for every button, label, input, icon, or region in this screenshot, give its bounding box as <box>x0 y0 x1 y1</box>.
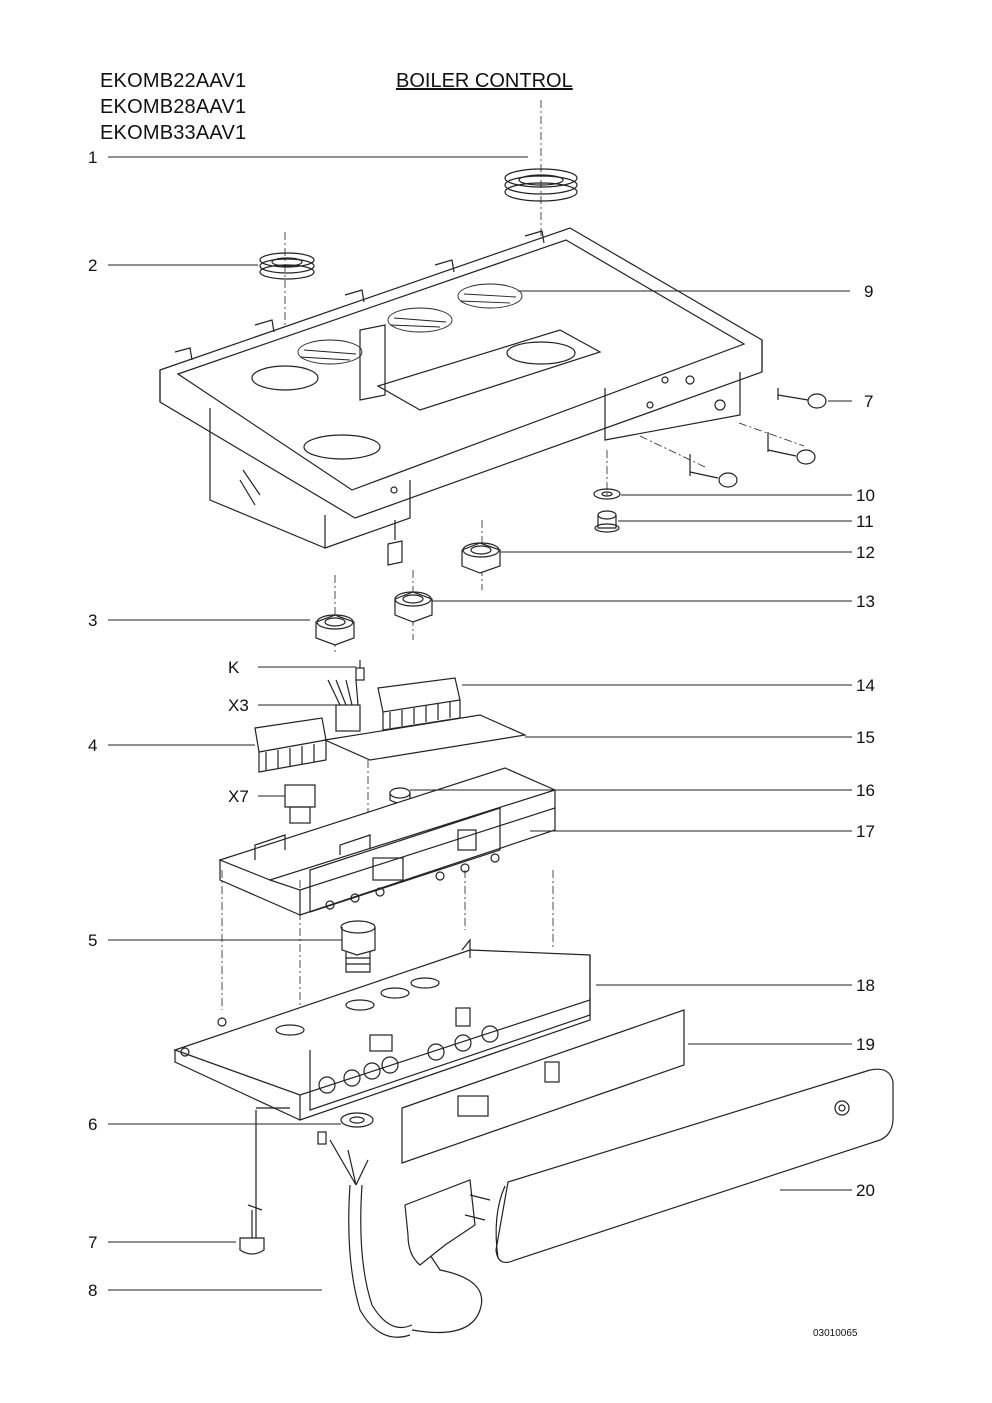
part-9-foam-pads <box>297 283 523 365</box>
callout-x3: X3 <box>228 696 249 715</box>
connector-k <box>355 660 365 681</box>
part-2-small-grommet <box>259 252 315 280</box>
part-15-insulation-sheet <box>322 714 528 761</box>
connector-x7 <box>284 784 316 824</box>
connector-x3 <box>327 679 361 732</box>
callout-8: 8 <box>88 1281 97 1300</box>
callout-9: 9 <box>864 282 873 301</box>
part-7-sensor-plugs <box>689 388 827 488</box>
part-5-cable-gland <box>340 920 376 973</box>
callout-x7: X7 <box>228 787 249 806</box>
part-3-gland-nut <box>315 575 355 655</box>
callout-5: 5 <box>88 931 97 950</box>
leader-lines <box>108 156 852 1291</box>
callout-7-lower: 7 <box>88 1233 97 1252</box>
callout-k: K <box>228 658 240 677</box>
center-lines <box>221 100 805 1040</box>
part-6-gland-nut <box>340 1112 374 1128</box>
callout-11: 11 <box>856 512 874 531</box>
part-19-front-label <box>401 1009 685 1164</box>
part-8-mains-cable <box>317 1131 491 1338</box>
part-7-sensor-lower <box>239 1107 290 1255</box>
model-name-2: EKOMB28AAV1 <box>100 96 247 118</box>
callout-4: 4 <box>88 736 97 755</box>
part-13-gland-nut <box>394 570 433 640</box>
callout-19: 19 <box>856 1035 875 1054</box>
part-18-chassis-tray <box>173 938 591 1121</box>
callout-3: 3 <box>88 611 97 630</box>
part-1-large-grommet <box>504 168 578 202</box>
callout-6: 6 <box>88 1115 97 1134</box>
callout-20: 20 <box>856 1181 875 1200</box>
part-20-front-cover <box>495 1068 894 1263</box>
housing-clip <box>387 520 403 566</box>
part-12-gland-nut <box>461 520 501 590</box>
callout-2: 2 <box>88 256 97 275</box>
callout-7-upper: 7 <box>864 392 873 411</box>
callout-18: 18 <box>856 976 875 995</box>
part-11-bush <box>594 510 620 533</box>
callout-10: 10 <box>856 486 875 505</box>
callout-1: 1 <box>88 148 97 167</box>
callout-14: 14 <box>856 676 875 695</box>
part-4-terminal-block <box>254 717 327 773</box>
diagram-title: BOILER CONTROL <box>396 70 573 92</box>
callout-12: 12 <box>856 543 875 562</box>
callout-16: 16 <box>856 781 875 800</box>
boiler-control-housing <box>159 227 763 549</box>
callout-15: 15 <box>856 728 875 747</box>
callout-labels: 1 2 3 K X3 4 X7 5 6 7 8 9 7 10 11 12 13 … <box>88 148 875 1300</box>
part-10-washer <box>593 488 621 500</box>
model-name-3: EKOMB33AAV1 <box>100 122 247 144</box>
callout-13: 13 <box>856 592 875 611</box>
model-name-1: EKOMB22AAV1 <box>100 70 247 92</box>
drawing-code: 03010065 <box>813 1328 858 1339</box>
callout-17: 17 <box>856 822 875 841</box>
